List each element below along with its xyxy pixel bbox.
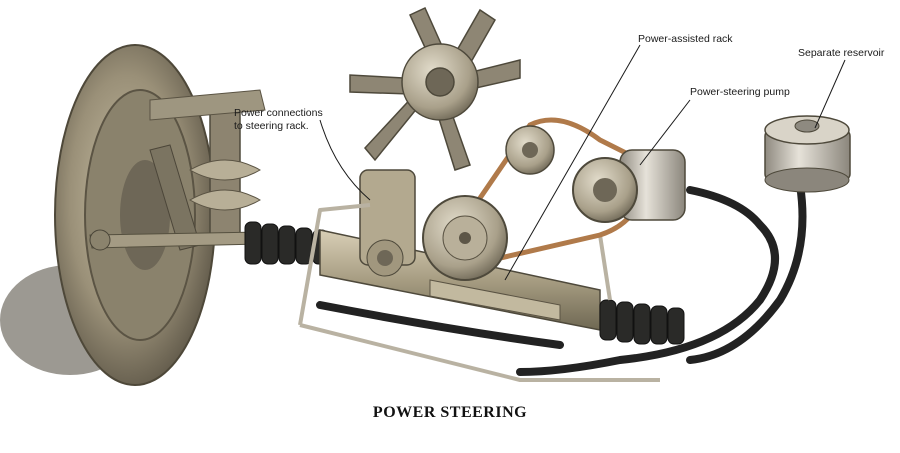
crank-pulley [422, 195, 508, 281]
label-power-assisted-rack: Power-assisted rack [638, 33, 733, 45]
pressure-pipes [298, 203, 660, 382]
power-steering-pump [572, 149, 686, 223]
label-power-steering-pump: Power-steering pump [690, 86, 790, 98]
hoses [316, 181, 807, 376]
label-power-connections: Power connections to steering rack. [234, 107, 323, 132]
leader-power-steering-pump [639, 99, 691, 166]
tie-rod-left [89, 229, 263, 251]
idler-pulley [505, 125, 555, 175]
leader-lines [319, 44, 846, 281]
suspension-strut [149, 89, 266, 251]
label-separate-reservoir: Separate reservoir [798, 47, 885, 59]
leader-separate-reservoir [814, 59, 846, 129]
leader-power-assisted-rack [504, 44, 641, 281]
rack-boot-left [244, 221, 328, 265]
fluid-reservoir [764, 115, 851, 193]
leader-power-connections [319, 119, 371, 201]
diagram-title: POWER STEERING [372, 404, 528, 421]
rack-boot-right [599, 299, 685, 345]
engine-fan [349, 6, 521, 171]
